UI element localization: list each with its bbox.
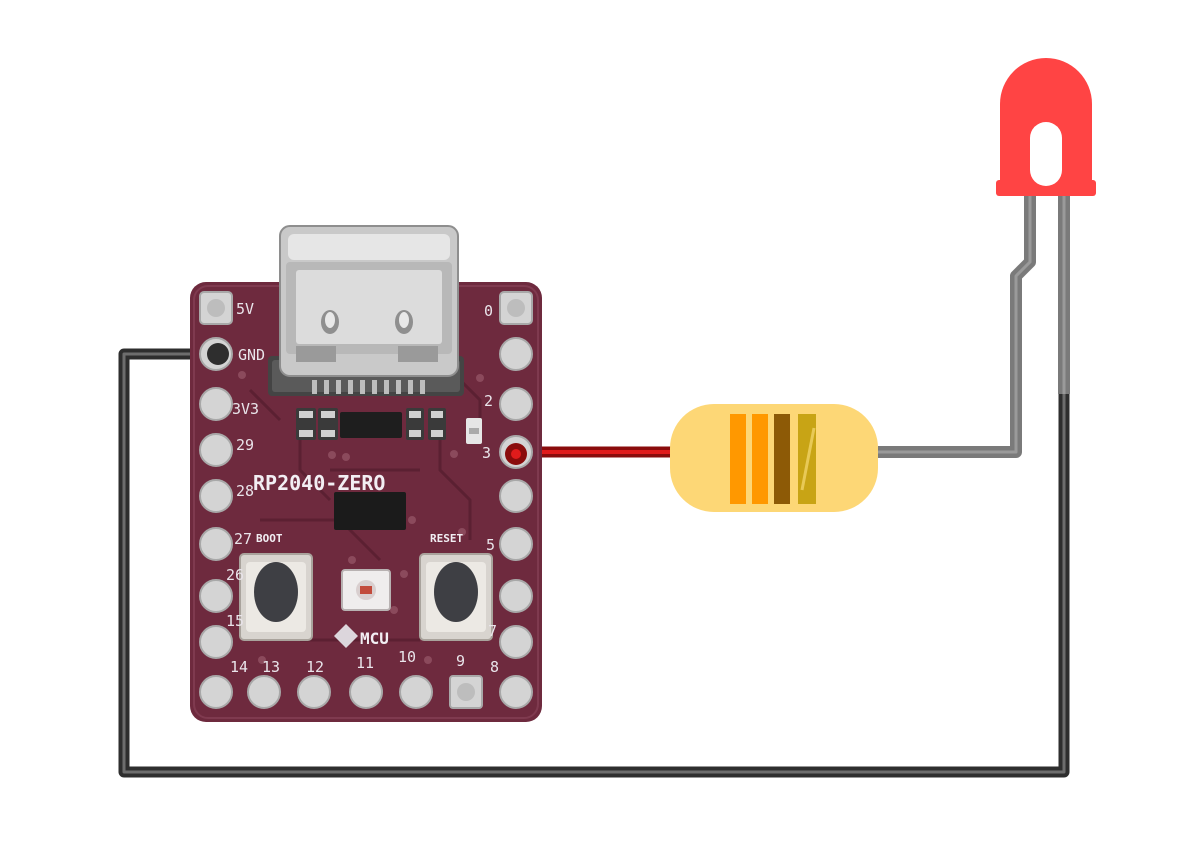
led-icon [996,58,1096,196]
label-27: 27 [234,530,252,548]
label-5v: 5V [236,300,254,318]
label-9: 9 [456,652,465,670]
resistor-icon [670,404,878,512]
label-2: 2 [484,392,493,410]
pin-pad-13 [247,675,281,709]
pin-pad-3v3 [199,387,233,421]
label-gnd: GND [238,346,265,364]
label-11: 11 [356,654,374,672]
resistor-band-2 [752,414,768,504]
label-26: 26 [226,566,244,584]
pin-pad-8 [499,675,533,709]
voltage-regulator-chip [340,412,402,438]
label-10: 10 [398,648,416,666]
svg-text:MCU: MCU [360,629,389,648]
pin-pad-28 [199,479,233,513]
label-5: 5 [486,536,495,554]
pin-pad-6 [499,579,533,613]
usb-c-connector-icon [268,225,464,396]
gnd-wire-endpoint [207,343,229,365]
label-13: 13 [262,658,280,676]
label-12: 12 [306,658,324,676]
push-button-icon [254,562,298,622]
label-boot: BOOT [256,532,283,545]
label-3: 3 [482,444,491,462]
smd-components [296,408,482,444]
pin-pad-15 [199,625,233,659]
pin-pad-1 [499,337,533,371]
label-0: 0 [484,302,493,320]
label-3v3: 3V3 [232,400,259,418]
pin-pad-11 [349,675,383,709]
label-15: 15 [226,612,244,630]
pin-pad-5 [499,527,533,561]
pin-pad-4 [499,479,533,513]
silkscreen-labels: 5V GND 3V3 29 28 27 26 15 14 13 12 11 10… [226,300,499,676]
ground-wire [118,348,1070,778]
bottom-pin-header [199,675,533,709]
pin-pad-27 [199,527,233,561]
flash-chip [334,492,406,530]
label-28: 28 [236,482,254,500]
rgb-led-icon [341,569,391,611]
resistor-band-3 [774,414,790,504]
push-button-icon [434,562,478,622]
pin-pad-12 [297,675,331,709]
pin-pad-10 [399,675,433,709]
mcu-logo: MCU [334,624,389,648]
label-8: 8 [490,658,499,676]
label-7: 7 [488,622,497,640]
pin-pad-14 [199,675,233,709]
pin-pad-2 [499,387,533,421]
reset-button [419,553,493,641]
label-reset: RESET [430,532,463,545]
rp2040-zero-board: MCU RP2040-ZERO [190,225,542,722]
pin-pad-26 [199,579,233,613]
resistor-band-1 [730,414,746,504]
led-leads [878,196,1070,458]
pin-pad-7 [499,625,533,659]
label-29: 29 [236,436,254,454]
boot-button [239,553,313,641]
board-title: RP2040-ZERO [253,471,385,495]
pin-pad-29 [199,433,233,467]
label-14: 14 [230,658,248,676]
